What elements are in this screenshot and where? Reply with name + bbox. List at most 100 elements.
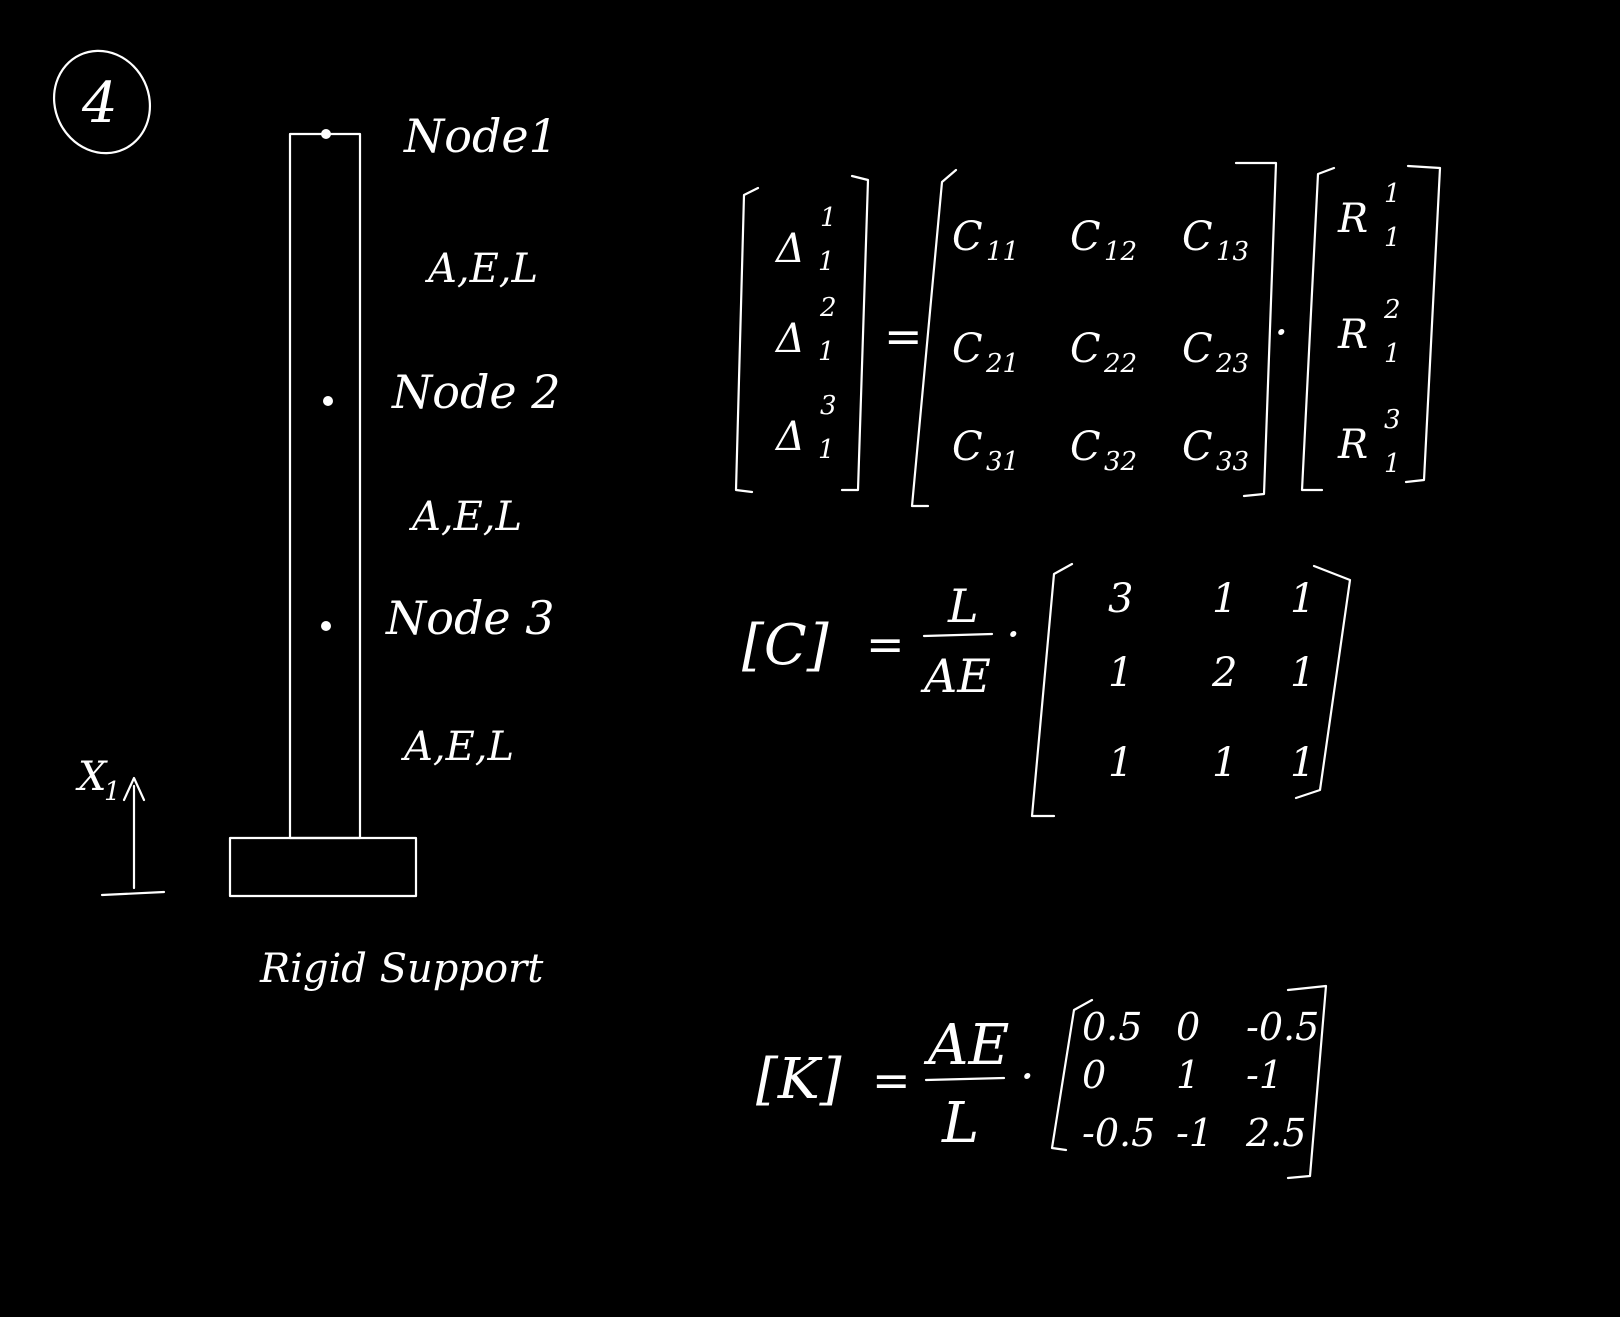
- force-vector-right-bracket: [1404, 164, 1442, 484]
- c-matrix-entry-subscript: 13: [1216, 237, 1249, 267]
- c-matrix-entry-symbol: C: [952, 424, 983, 470]
- c-matrix-entry-symbol: C: [1070, 424, 1101, 470]
- c-matrix-entry-symbol: C: [1182, 326, 1213, 372]
- c-def-matrix-cell: 1: [1290, 650, 1315, 696]
- column-diagram: Node1 A,E,L Node 2 A,E,L Node 3 A,E,L Ri…: [75, 109, 561, 992]
- c-matrix-entry-subscript: 23: [1215, 349, 1249, 379]
- k-matrix-cell: -0.5: [1082, 1111, 1155, 1155]
- delta-entry-symbol: Δ: [774, 414, 805, 460]
- rigid-support-label: Rigid Support: [259, 946, 544, 992]
- c-matrix-entry-subscript: 22: [1103, 349, 1137, 379]
- c-matrix-entry-symbol: C: [1070, 326, 1101, 372]
- problem-number-circle: [52, 49, 152, 155]
- c-definition-numerator: L: [947, 579, 979, 633]
- x-axis-indicator: X 1: [75, 754, 166, 897]
- k-matrix-cell: 0: [1082, 1053, 1106, 1097]
- force-entry-subscript: 1: [1384, 449, 1401, 479]
- axis-arrow-head: [122, 776, 146, 802]
- axis-label: X: [75, 754, 108, 800]
- node-2-point: [323, 396, 333, 406]
- c-matrix-entry-symbol: C: [952, 326, 983, 372]
- segment-2-props: A,E,L: [408, 494, 522, 540]
- k-definition-equals: =: [872, 1053, 911, 1107]
- c-matrix-right-bracket: [1234, 161, 1278, 498]
- c-matrix-entry-symbol: C: [1182, 214, 1213, 260]
- c-def-matrix-cell: 1: [1108, 740, 1133, 786]
- force-entry-symbol: R: [1337, 312, 1368, 358]
- k-matrix-cell: -1: [1246, 1053, 1283, 1097]
- c-definition-lhs: [C]: [742, 613, 829, 678]
- force-entry-subscript: 1: [1384, 339, 1401, 369]
- delta-entry-symbol: Δ: [774, 316, 805, 362]
- k-matrix-cell: -1: [1176, 1111, 1213, 1155]
- c-definition-denominator: AE: [920, 649, 991, 703]
- delta-entry-symbol: Δ: [774, 226, 805, 272]
- c-matrix-entry-subscript: 12: [1104, 237, 1137, 267]
- c-matrix-entry-subscript: 33: [1216, 447, 1249, 477]
- node-1-point: [321, 129, 331, 139]
- c-definition-multiply-dot: ·: [1006, 607, 1021, 661]
- column-bar: [288, 132, 362, 840]
- delta-entry-superscript: 3: [820, 391, 837, 421]
- c-matrix-entry-subscript: 11: [986, 237, 1019, 267]
- c-matrix-entry-subscript: 21: [985, 349, 1019, 379]
- force-entry-symbol: R: [1337, 196, 1368, 242]
- k-matrix-cell: 0: [1176, 1005, 1200, 1049]
- segment-3-props: A,E,L: [400, 724, 514, 770]
- c-matrix-entry-subscript: 31: [986, 447, 1019, 477]
- c-definition-fraction-bar: [922, 632, 994, 638]
- c-def-matrix-cell: 1: [1290, 576, 1315, 622]
- rigid-support-block: [228, 836, 418, 898]
- k-definition-numerator: AE: [923, 1013, 1009, 1078]
- k-definition-lhs: [K]: [756, 1047, 842, 1112]
- c-matrix-left-bracket: [910, 168, 958, 508]
- axis-base-line: [100, 890, 166, 897]
- delta-entry-subscript: 1: [818, 337, 835, 367]
- c-def-matrix-cell: 1: [1290, 740, 1315, 786]
- delta-vector-right-bracket: [840, 174, 870, 492]
- delta-entry-superscript: 1: [820, 203, 837, 233]
- force-entry-superscript: 1: [1384, 179, 1401, 209]
- node-3-label: Node 3: [385, 591, 555, 645]
- force-entry-subscript: 1: [1384, 223, 1401, 253]
- k-definition-denominator: L: [941, 1091, 979, 1156]
- k-matrix-cell: 1: [1176, 1053, 1200, 1097]
- k-matrix-cell: 0.5: [1082, 1005, 1142, 1049]
- c-matrix-entry-symbol: C: [952, 214, 983, 260]
- c-def-matrix-cell: 1: [1212, 576, 1237, 622]
- c-matrix-entry-subscript: 32: [1104, 447, 1137, 477]
- node-3-point: [321, 621, 331, 631]
- problem-number: 4: [81, 71, 118, 136]
- c-def-matrix-cell: 2: [1211, 650, 1237, 696]
- node-1-label: Node1: [403, 109, 558, 163]
- axis-subscript: 1: [104, 777, 121, 807]
- c-def-matrix-cell: 1: [1212, 740, 1237, 786]
- delta-entry-subscript: 1: [818, 435, 835, 465]
- problem-number-marker: 4: [52, 49, 152, 155]
- delta-entry-subscript: 1: [818, 247, 835, 277]
- flex-multiply-dot: ·: [1274, 305, 1289, 359]
- flex-equals-sign: =: [884, 309, 923, 363]
- force-vector-left-bracket: [1300, 166, 1336, 492]
- c-def-matrix-right-bracket: [1294, 564, 1352, 800]
- k-definition-fraction-bar: [924, 1076, 1006, 1082]
- k-matrix-right-bracket: [1286, 984, 1328, 1180]
- c-def-matrix-left-bracket: [1030, 562, 1074, 818]
- c-matrix-entry-symbol: C: [1070, 214, 1101, 260]
- c-definition-equals: =: [866, 617, 905, 671]
- delta-vector-left-bracket: [734, 186, 760, 494]
- k-matrix-left-bracket: [1050, 998, 1094, 1152]
- k-matrix-cell: -0.5: [1246, 1005, 1319, 1049]
- k-matrix-cell: 2.5: [1245, 1111, 1306, 1155]
- segment-1-props: A,E,L: [424, 246, 538, 292]
- delta-entry-superscript: 2: [819, 293, 837, 323]
- node-2-label: Node 2: [391, 365, 561, 419]
- force-entry-symbol: R: [1337, 422, 1368, 468]
